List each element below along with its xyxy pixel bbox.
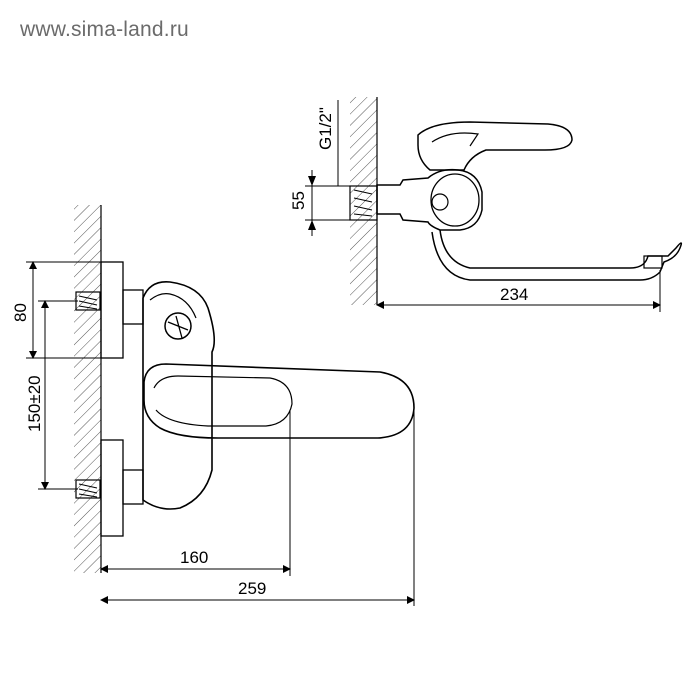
dim-handle-depth: 160 <box>180 548 208 567</box>
dim-top-height: 55 <box>289 191 308 210</box>
dim-total-depth: 259 <box>238 579 266 598</box>
dim-inlet-spacing: 150±20 <box>25 375 44 432</box>
dim-top-spout-length: 234 <box>500 285 528 304</box>
handle-lever <box>143 363 415 439</box>
top-wall-hatch <box>350 97 377 305</box>
side-body-outline <box>142 281 216 510</box>
dim-side-top-offset: 80 <box>11 303 30 322</box>
top-body-outline <box>376 168 483 231</box>
top-handle-outline <box>417 121 573 171</box>
watermark-text: www.sima-land.ru <box>20 18 189 41</box>
side-view: 80 150±20 160 259 <box>11 205 415 606</box>
side-wall-hatch <box>74 205 101 573</box>
dim-top-thread: G1/2" <box>316 107 335 150</box>
top-spout-outline <box>431 229 683 281</box>
top-view: 234 55 G1/2" <box>289 97 683 312</box>
diverter-knob <box>164 312 192 340</box>
